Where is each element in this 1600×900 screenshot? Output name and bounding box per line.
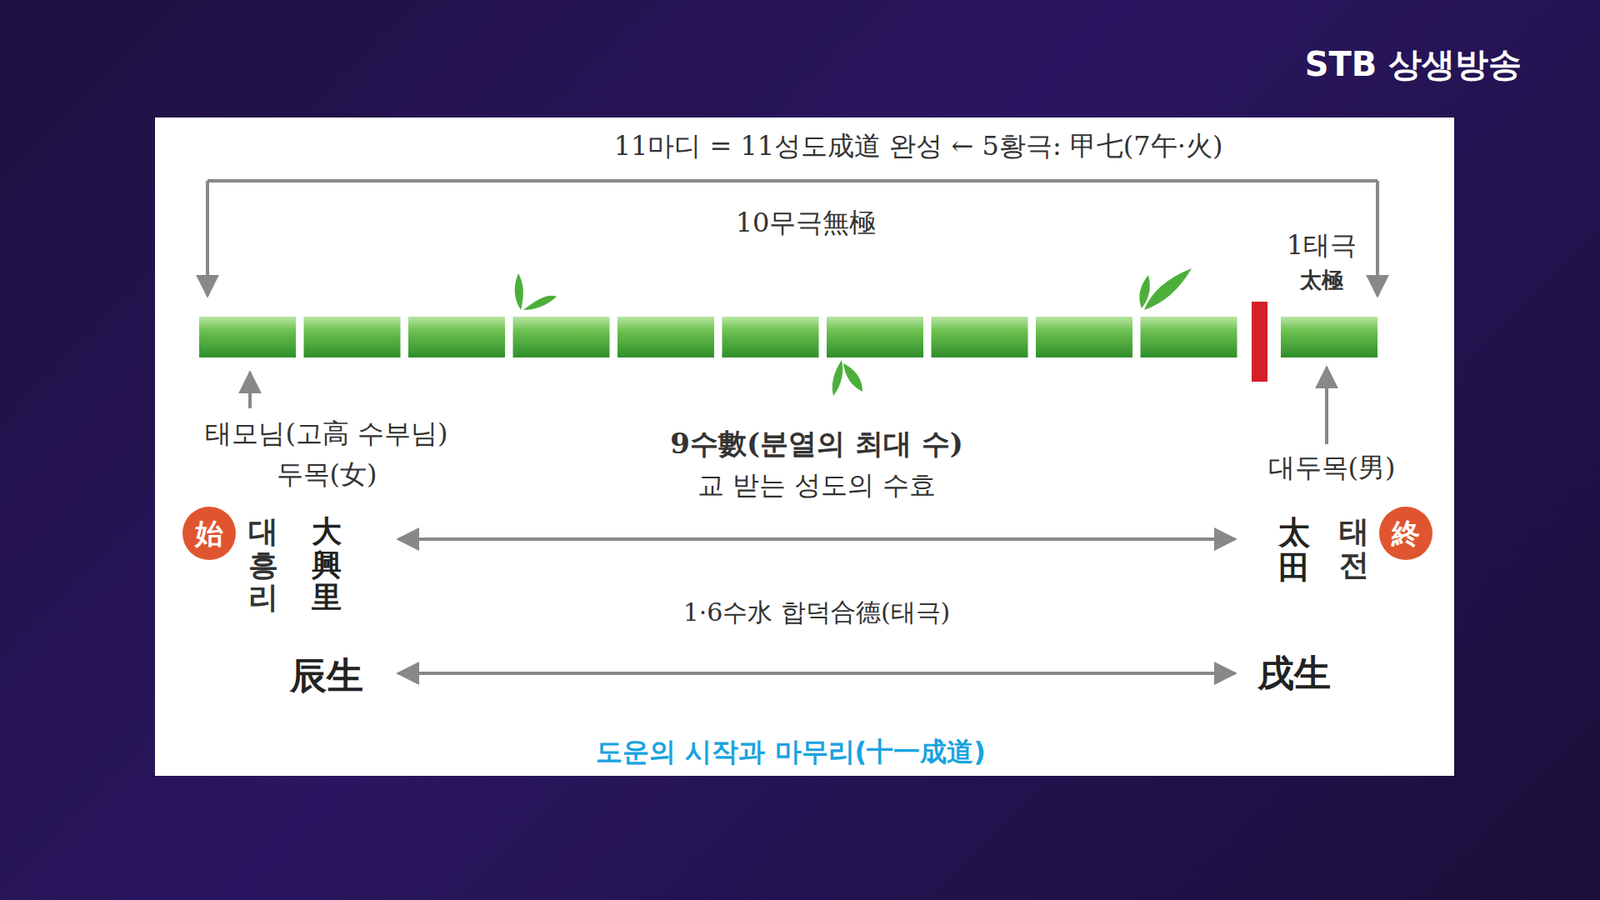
watermark: STB 상생방송	[1305, 45, 1523, 84]
place-name: 大興里	[311, 515, 342, 615]
caption: 도운의 시작과 마무리(十一成道)	[595, 736, 986, 768]
pointer-label: 두목(女)	[276, 459, 378, 490]
pointer-label: 대두목(男)	[1268, 452, 1396, 484]
place-name: 太田	[1278, 515, 1310, 585]
bamboo-segment	[199, 316, 296, 358]
place-name: 태전	[1339, 515, 1370, 581]
bracket-line	[207, 179, 1378, 183]
bamboo-segment	[826, 316, 924, 358]
bamboo-segment	[1280, 316, 1378, 358]
bamboo-segment	[1035, 316, 1133, 358]
bamboo-segment	[304, 316, 401, 358]
seal-char: 終	[1391, 519, 1420, 548]
bamboo-segment	[617, 316, 715, 358]
double-arrow	[398, 671, 1235, 675]
title-note: 11마디 = 11성도成道 완성 ← 5황극: 甲七(7午·火)	[614, 130, 1224, 162]
bamboo-segment	[513, 316, 610, 358]
leaves	[515, 268, 1192, 396]
double-arrow	[398, 537, 1235, 541]
bracket-arrow	[1375, 180, 1380, 296]
bamboo-segment	[1140, 316, 1238, 358]
seal-circle: 始	[182, 506, 236, 560]
seal-char: 始	[195, 519, 224, 548]
pointer-label: 태모님(고高 수부님)	[205, 418, 448, 450]
span-label: 10무극無極	[735, 207, 877, 239]
birth-label: 辰生	[290, 655, 364, 698]
center-note: 9수數(분열의 최대 수)	[670, 427, 964, 460]
birth-label: 戌生	[1257, 652, 1331, 695]
seal-circle: 終	[1379, 506, 1433, 560]
bamboo-segment	[408, 316, 505, 358]
bracket-arrow	[205, 180, 210, 296]
place-name: 대흥리	[248, 515, 279, 615]
pointer-arrow	[1325, 367, 1329, 445]
bamboo-segment	[722, 316, 820, 358]
pointer-arrow	[248, 372, 252, 409]
center-note: 교 받는 성도의 수효	[697, 470, 937, 501]
red-divider	[1251, 301, 1268, 382]
bamboo-segment	[931, 316, 1029, 358]
arrow-label: 1·6수水 합덕合德(태극)	[683, 598, 951, 628]
span-label: 1태극	[1286, 230, 1357, 261]
span-label: 太極	[1300, 268, 1344, 294]
